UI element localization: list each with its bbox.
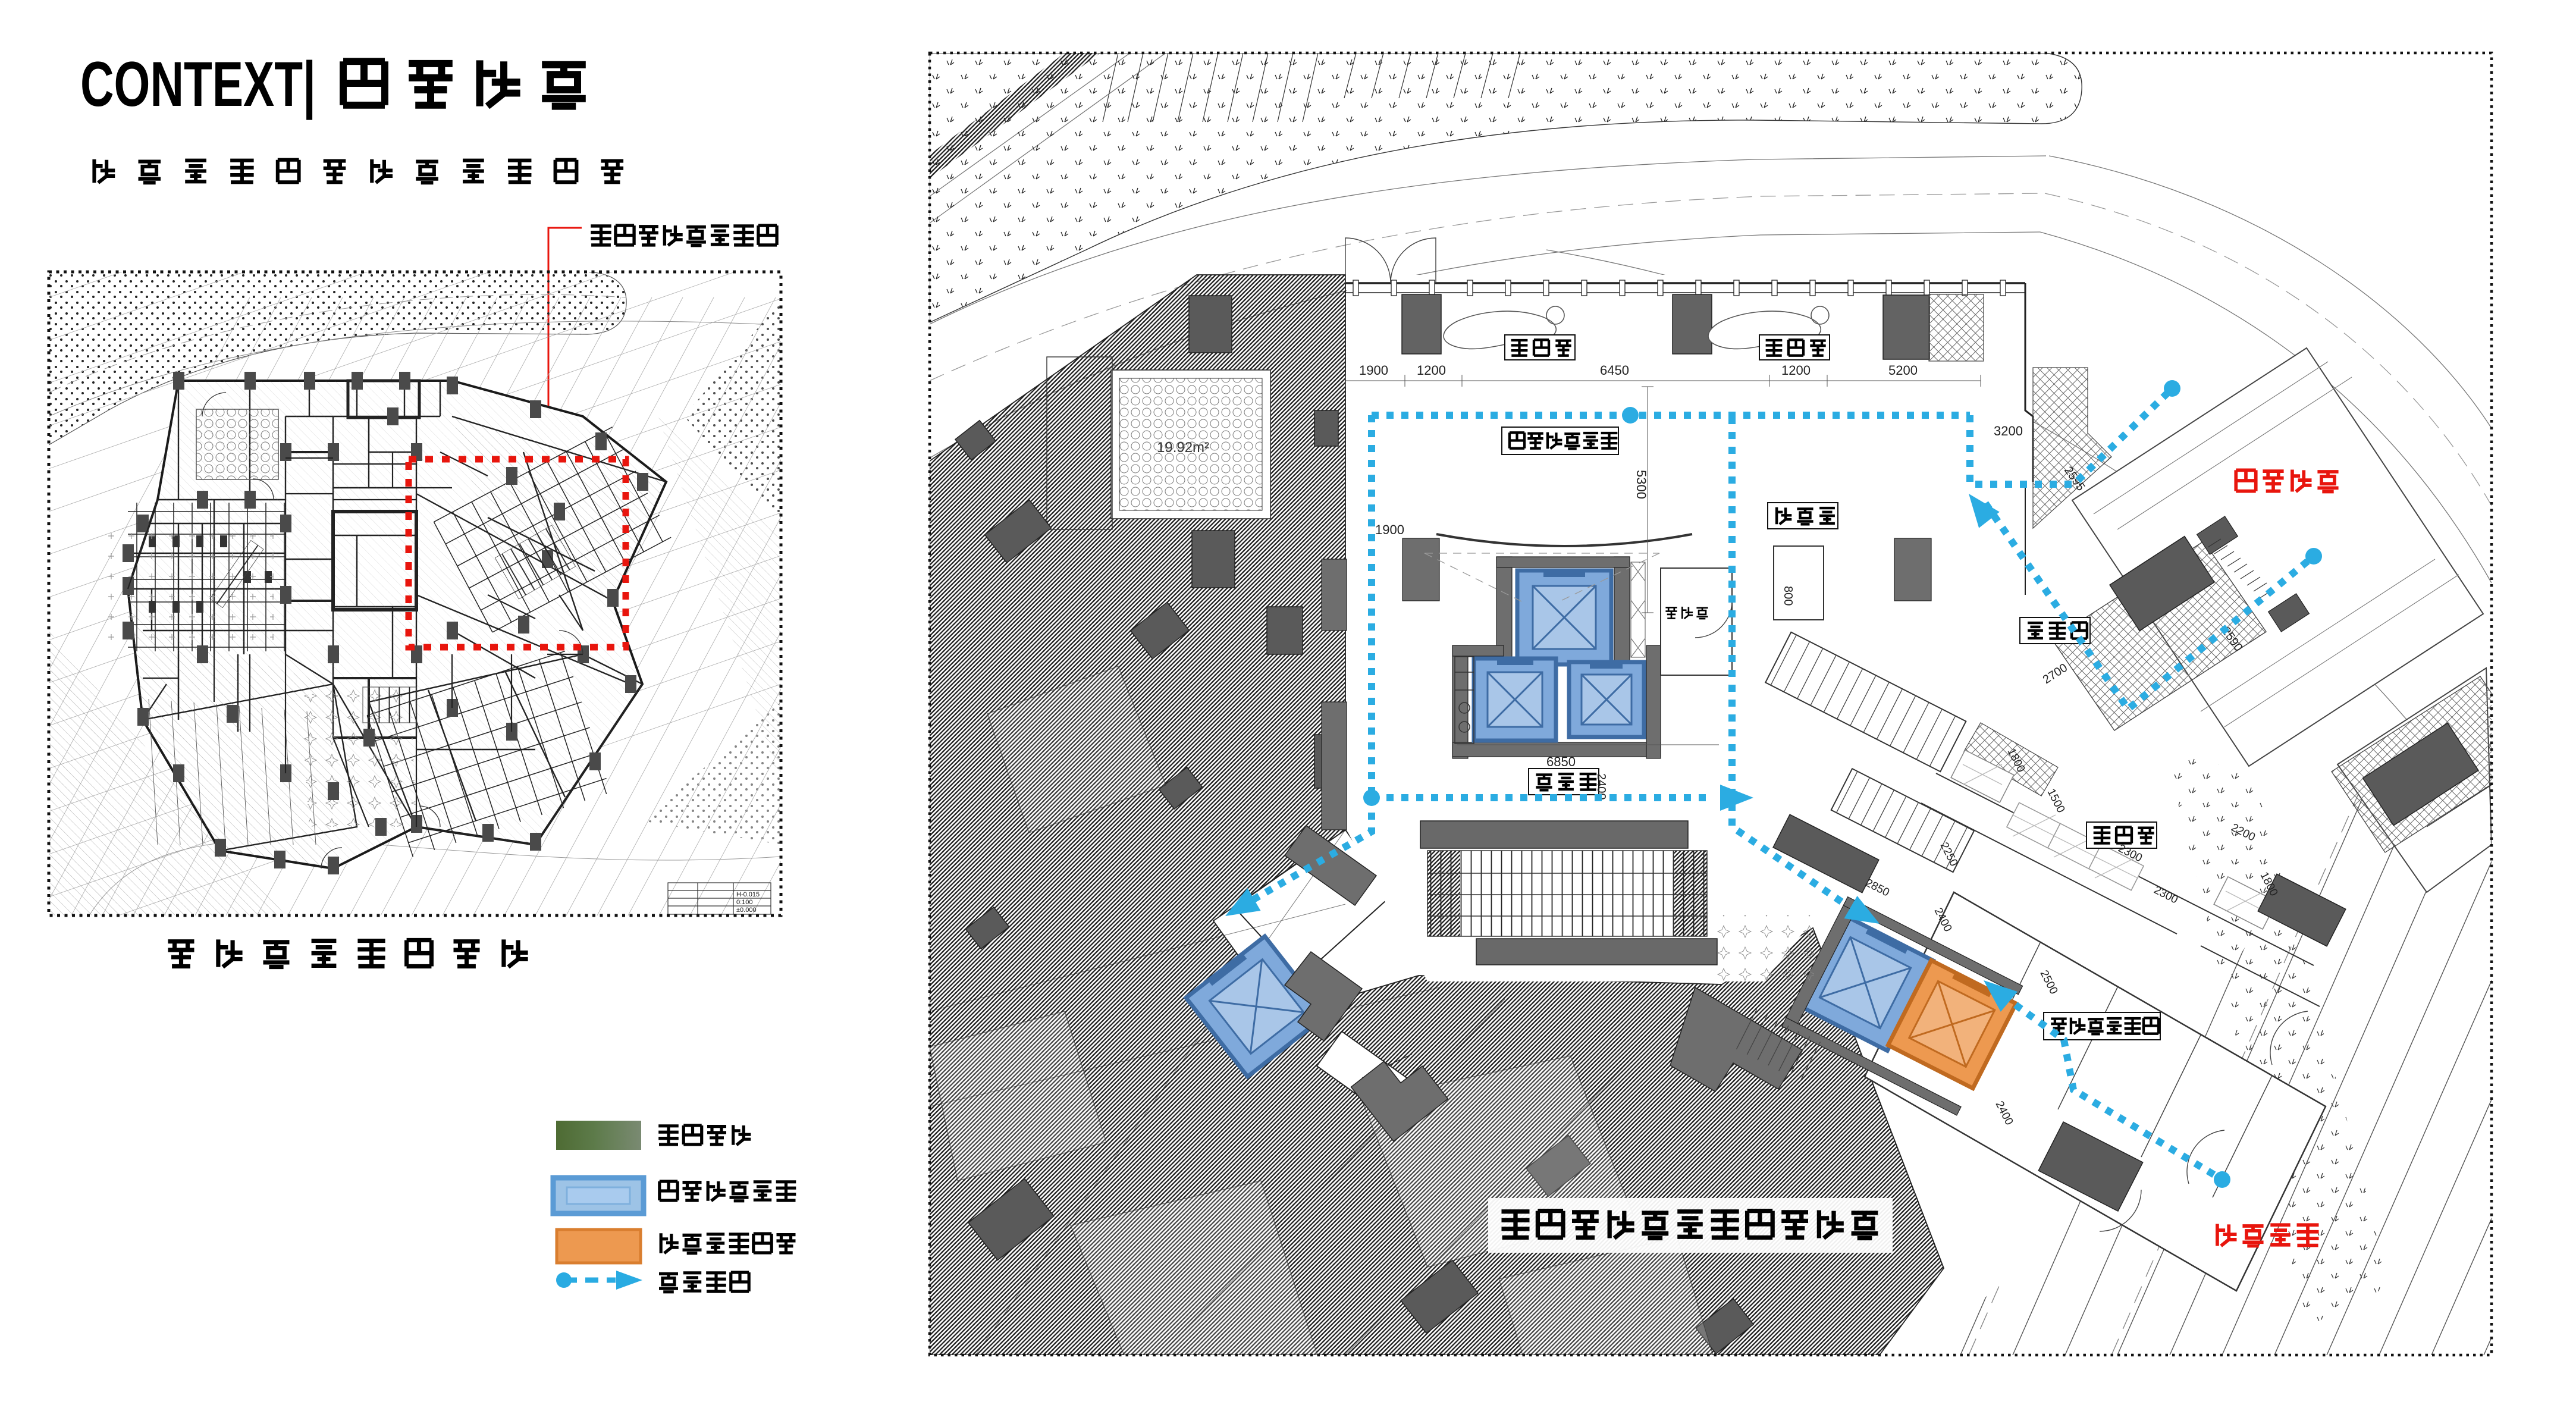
svg-text:0:100: 0:100 <box>736 899 753 906</box>
svg-text:5300: 5300 <box>1634 470 1649 499</box>
svg-text:6850: 6850 <box>1546 754 1576 769</box>
svg-text:5200: 5200 <box>1888 363 1918 378</box>
svg-text:H-0.015: H-0.015 <box>736 891 760 898</box>
svg-text:2400: 2400 <box>1595 773 1608 800</box>
svg-text:6450: 6450 <box>1600 363 1629 378</box>
svg-text:3200: 3200 <box>1994 424 2023 438</box>
svg-text:CONTEXT|: CONTEXT| <box>80 48 316 121</box>
svg-text:1200: 1200 <box>1417 363 1446 378</box>
svg-text:800: 800 <box>1781 586 1794 606</box>
svg-text:19.92m²: 19.92m² <box>1157 440 1209 456</box>
svg-text:±0.000: ±0.000 <box>736 907 757 914</box>
svg-text:1200: 1200 <box>1781 363 1811 378</box>
svg-text:1900: 1900 <box>1375 522 1404 537</box>
svg-text:1900: 1900 <box>1359 363 1388 378</box>
